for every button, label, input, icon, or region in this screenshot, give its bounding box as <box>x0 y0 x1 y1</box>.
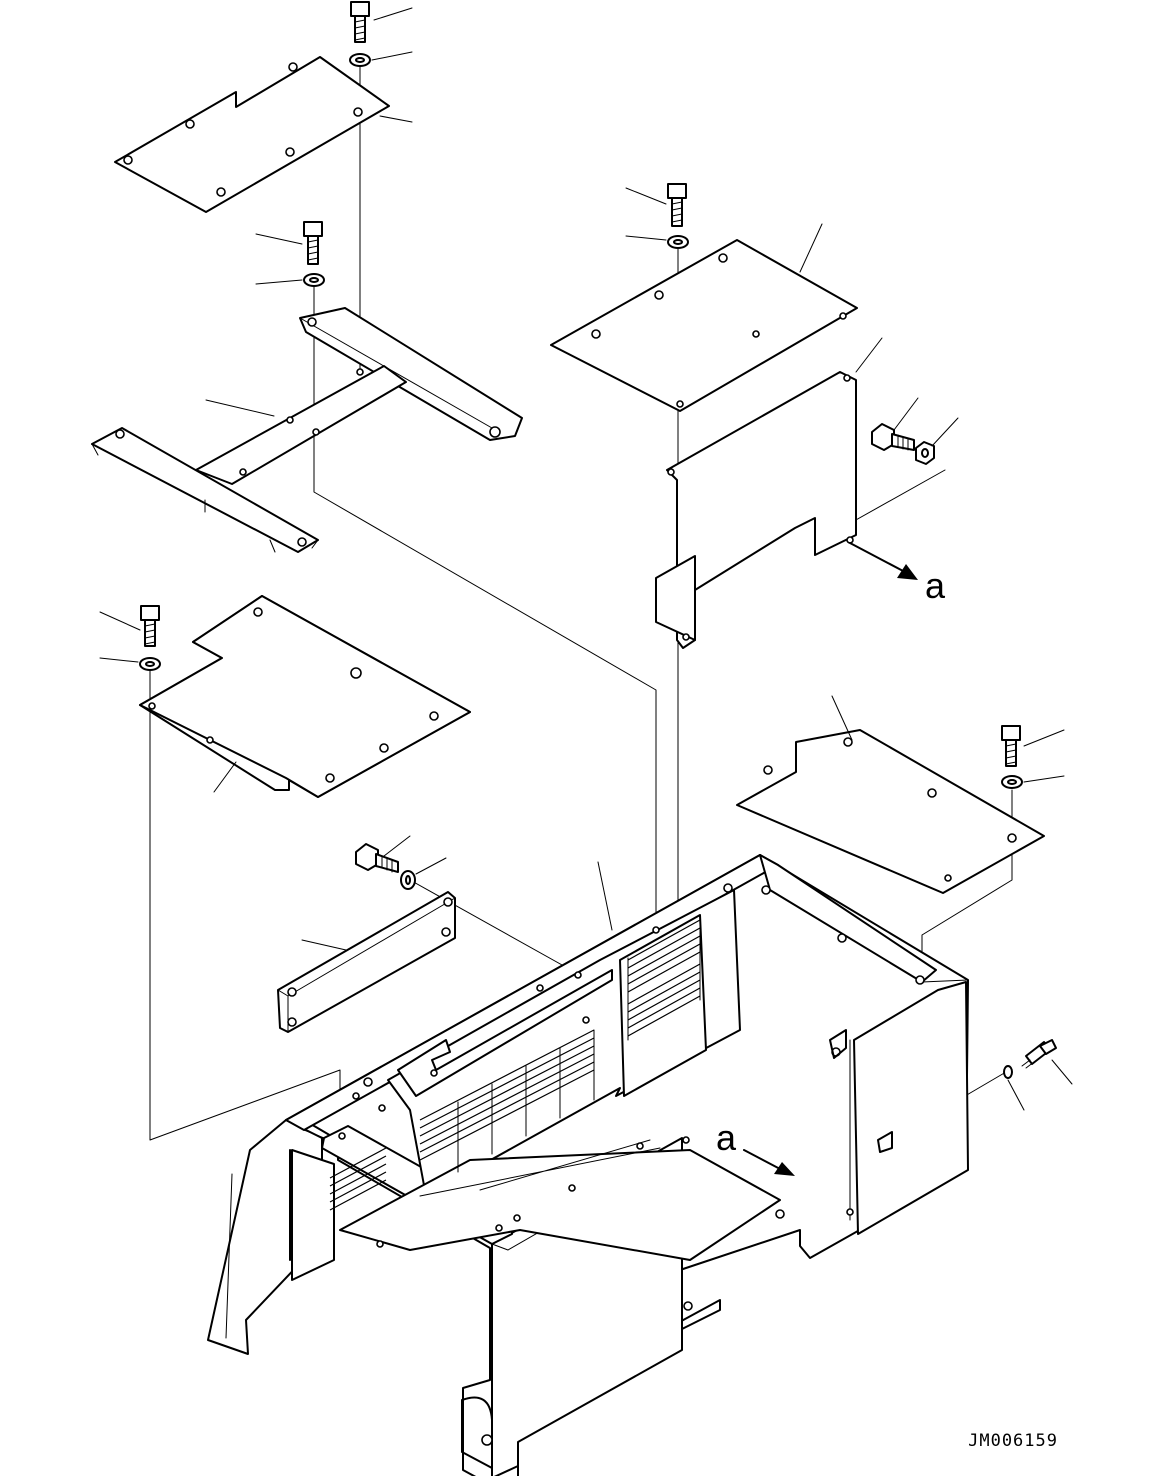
washer-middle-left <box>139 657 161 671</box>
cover-plate-middle-left <box>139 595 471 798</box>
cover-plate-top-right <box>550 239 858 412</box>
side-panel-top-right <box>655 371 857 649</box>
cover-plate-top-left <box>114 56 390 213</box>
access-cover-plate <box>277 891 456 1033</box>
view-arrow-upper <box>849 542 918 580</box>
hex-bolt-right <box>871 423 915 451</box>
bolt-right <box>1001 725 1021 767</box>
sensor-switch <box>1021 1039 1057 1069</box>
view-arrow-lower <box>743 1149 795 1176</box>
washer-top-right <box>667 235 689 249</box>
louver-rear-right <box>627 917 701 1041</box>
bracket-frame-left <box>91 307 523 553</box>
bolt-mid-left <box>303 221 323 265</box>
main-frame-body <box>207 854 969 1476</box>
washer-right <box>1001 775 1023 789</box>
o-ring <box>1003 1065 1013 1079</box>
drawing-number: JM006159 <box>968 1431 1058 1451</box>
washer-top-left-1 <box>349 53 371 67</box>
washer-center <box>400 870 416 890</box>
hex-bolt-center <box>355 843 399 873</box>
louver-rear-left <box>419 1029 595 1173</box>
bolt-top-left-1 <box>350 1 370 43</box>
bolt-middle-left <box>140 605 160 647</box>
cover-plate-right <box>736 729 1045 894</box>
bolt-top-right <box>667 183 687 227</box>
nut-right <box>915 441 935 465</box>
view-label-upper: a <box>925 565 946 606</box>
louver-left-panel <box>329 1147 387 1211</box>
view-label-lower: a <box>716 1117 737 1158</box>
leader-lines <box>99 7 1073 1111</box>
washer-mid-left <box>303 273 325 287</box>
